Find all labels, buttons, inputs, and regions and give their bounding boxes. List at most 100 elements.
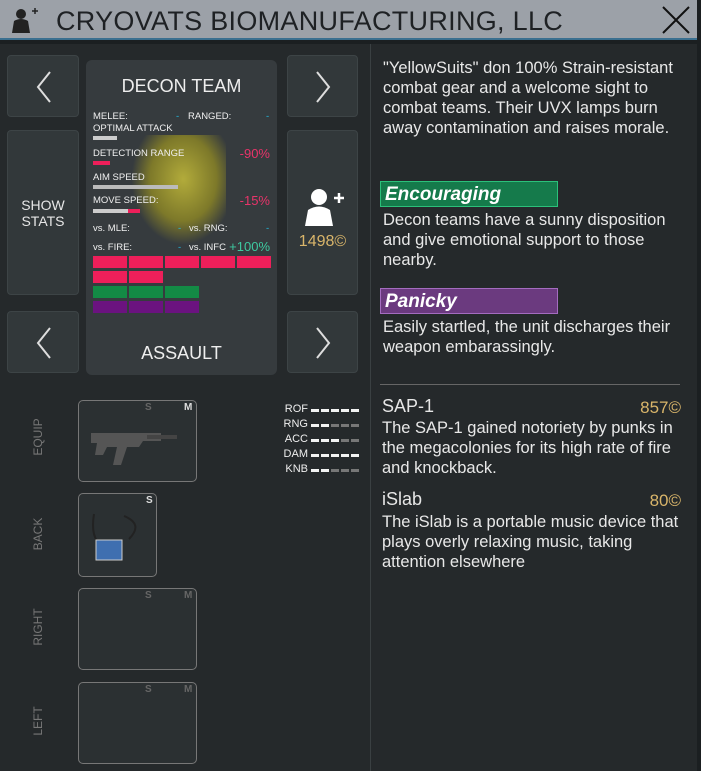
weapon-stat-segment xyxy=(351,409,359,412)
weapon-stat-segment xyxy=(311,454,319,457)
prev-class-button[interactable] xyxy=(7,311,79,373)
recruit-icon xyxy=(305,189,344,226)
pip-rows xyxy=(93,256,273,316)
close-icon[interactable] xyxy=(660,4,692,36)
weapon-stat-label: RNG xyxy=(283,418,308,430)
weapon-stat-segment xyxy=(351,454,359,457)
page-title: CRYOVATS BIOMANUFACTURING, LLC xyxy=(56,6,564,36)
weapon-stat-segment xyxy=(331,454,339,457)
item-price: 857© xyxy=(640,398,681,417)
vs-infc-value: +100% xyxy=(229,239,270,254)
stat-pip xyxy=(93,271,127,283)
unit-portrait xyxy=(131,135,226,245)
weapon-stat-segment xyxy=(321,469,329,472)
item-name: iSlab xyxy=(382,489,423,509)
weapon-stat-label: DAM xyxy=(283,448,308,460)
back-slot[interactable]: S xyxy=(78,493,157,577)
left-slot[interactable]: S M xyxy=(78,682,197,764)
weapon-stat-segment xyxy=(351,469,359,472)
weapon-stat-segment xyxy=(351,439,359,442)
stat-pip xyxy=(129,301,163,313)
size-s: S xyxy=(145,684,152,695)
next-class-button[interactable] xyxy=(287,311,358,373)
vs-mle-value: - xyxy=(178,223,182,234)
stat-pip xyxy=(93,301,127,313)
unit-description: "YellowSuits" don 100% Strain-resistant … xyxy=(383,59,673,137)
weapon-stat-segment xyxy=(331,409,339,412)
stat-pip xyxy=(165,256,199,268)
show-stats-button[interactable]: SHOW STATS xyxy=(7,130,79,295)
equip-slot[interactable]: S M xyxy=(78,400,197,482)
trait-description: Decon teams have a sunny disposition and… xyxy=(383,211,666,269)
melee-label: MELEE: xyxy=(93,111,128,122)
weapon-stat-segment xyxy=(321,409,329,412)
prev-squad-button[interactable] xyxy=(7,55,79,117)
aim-speed-label: AIM SPEED xyxy=(93,172,145,183)
weapon-stat-segment xyxy=(341,409,349,412)
stat-pip xyxy=(165,286,199,298)
vs-fire-value: - xyxy=(178,242,182,253)
size-m: M xyxy=(184,684,193,695)
recruit-cost: 1498© xyxy=(298,233,347,250)
item-price: 80© xyxy=(649,491,681,510)
vs-rng-label: vs. RNG: xyxy=(189,223,228,234)
right-slot[interactable]: S M xyxy=(78,588,197,670)
weapon-stat-segment xyxy=(331,439,339,442)
smg-icon xyxy=(91,433,177,465)
music-device-icon xyxy=(92,513,137,561)
weapon-stat-label: ROF xyxy=(284,403,308,415)
ranged-label: RANGED: xyxy=(188,111,232,122)
divider xyxy=(380,384,680,385)
slot-label-back: BACK xyxy=(31,517,45,551)
stat-pip xyxy=(129,271,163,283)
item-description: The iSlab is a portable music device tha… xyxy=(382,513,679,571)
weapon-stat-segment xyxy=(311,424,319,427)
slot-label-equip: EQUIP xyxy=(31,418,45,456)
item-description: The SAP-1 gained notoriety by punks in t… xyxy=(382,419,673,477)
slot-label-right: RIGHT xyxy=(31,608,45,646)
detection-range-value: -90% xyxy=(239,146,270,161)
size-s: S xyxy=(145,402,152,413)
divider xyxy=(370,44,371,771)
size-s: S xyxy=(146,495,153,506)
ranged-value: - xyxy=(266,111,270,122)
weapon-stat-label: ACC xyxy=(284,433,308,445)
stat-pip xyxy=(93,256,127,268)
weapon-stat-segment xyxy=(321,439,329,442)
size-m: M xyxy=(184,590,193,601)
trait-badge: Panicky xyxy=(380,288,558,314)
vs-fire-label: vs. FIRE: xyxy=(93,242,133,253)
stat-pip xyxy=(201,256,235,268)
size-m: M xyxy=(184,402,193,413)
stat-pip xyxy=(93,286,127,298)
trait-description: Easily startled, the unit discharges the… xyxy=(383,318,671,356)
recruit-button[interactable]: 1498© xyxy=(287,130,358,295)
vs-infc-label: vs. INFC xyxy=(189,242,226,253)
weapon-stat-segment xyxy=(341,454,349,457)
stat-pip xyxy=(237,256,271,268)
stat-pip xyxy=(129,286,163,298)
melee-value: - xyxy=(176,111,180,122)
weapon-stat-segment xyxy=(331,424,339,427)
chevron-left-icon xyxy=(36,327,51,359)
weapon-stat-segment xyxy=(341,439,349,442)
weapon-stat-segment xyxy=(311,439,319,442)
class-name: ASSAULT xyxy=(141,343,222,363)
weapon-stat-segment xyxy=(311,469,319,472)
move-speed-value: -15% xyxy=(239,193,270,208)
move-speed-label: MOVE SPEED: xyxy=(93,195,159,206)
title-bar: CRYOVATS BIOMANUFACTURING, LLC xyxy=(0,0,697,40)
recruit-icon xyxy=(12,8,38,33)
weapon-stat-segment xyxy=(341,424,349,427)
unit-card: DECON TEAM MELEE: - RANGED: - OPTIMAL AT… xyxy=(86,60,277,375)
optimal-attack-label: OPTIMAL ATTACK xyxy=(93,123,173,134)
stat-pip xyxy=(165,301,199,313)
weapon-stat-segment xyxy=(351,424,359,427)
weapon-stat-segment xyxy=(311,409,319,412)
slot-label-left: LEFT xyxy=(31,706,45,736)
trait-badge: Encouraging xyxy=(380,181,558,207)
weapon-stat-segment xyxy=(341,469,349,472)
vs-mle-label: vs. MLE: xyxy=(93,223,130,234)
next-squad-button[interactable] xyxy=(287,55,358,117)
